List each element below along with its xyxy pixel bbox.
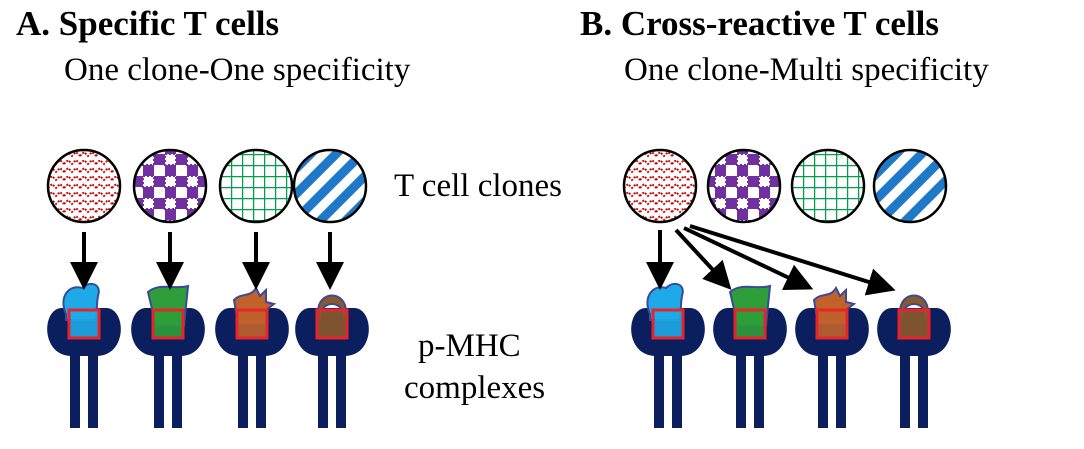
clone-a-diagonal-stripes — [292, 148, 368, 224]
panel-a-title: A. Specific T cells — [16, 4, 280, 43]
binding-groove-box-a1 — [151, 308, 185, 340]
binding-groove-box-b0 — [651, 308, 685, 340]
clone-b-zigzag — [622, 148, 698, 224]
mhc-stalk-right-b1 — [754, 348, 764, 428]
pmhc-label-line1: p-MHC — [418, 328, 521, 364]
clone-a-zigzag — [46, 148, 122, 224]
mhc-stalk-left-b0 — [654, 348, 664, 428]
mhc-stalk-right-a0 — [88, 348, 98, 428]
mhc-stalk-left-b2 — [818, 348, 828, 428]
mhc-stalk-left-a3 — [318, 348, 328, 428]
mhc-stalk-left-b1 — [736, 348, 746, 428]
mhc-stalk-right-a1 — [172, 348, 182, 428]
panel-b-subtitle: One clone-Multi specificity — [624, 52, 989, 88]
clone-b-diagonal-stripes — [872, 148, 948, 224]
pmhc-label-line2: complexes — [404, 370, 546, 406]
mhc-stalk-right-b3 — [918, 348, 928, 428]
arrow-b-1 — [674, 228, 732, 290]
panel-b-title: B. Cross-reactive T cells — [580, 4, 940, 43]
panel-a-subtitle: One clone-One specificity — [64, 52, 411, 88]
binding-groove-box-a2 — [235, 308, 269, 340]
clone-a-grid — [218, 148, 294, 224]
t-cell-clones-label: T cell clones — [394, 168, 562, 204]
mhc-stalk-right-a2 — [256, 348, 266, 428]
arrow-b-3 — [689, 224, 896, 296]
binding-groove-box-b1 — [733, 308, 767, 340]
clone-b-checker — [706, 148, 782, 224]
mhc-stalk-right-a3 — [336, 348, 346, 428]
mhc-stalk-left-b3 — [900, 348, 910, 428]
mhc-stalk-right-b0 — [672, 348, 682, 428]
clone-b-grid — [790, 148, 866, 224]
clone-a-checker — [132, 148, 208, 224]
mhc-stalk-left-a2 — [238, 348, 248, 428]
binding-groove-box-b3 — [897, 308, 931, 340]
mhc-stalk-left-a1 — [154, 348, 164, 428]
arrow-b-2 — [683, 226, 814, 291]
binding-groove-box-b2 — [815, 308, 849, 340]
mhc-stalk-left-a0 — [70, 348, 80, 428]
binding-groove-box-a3 — [315, 308, 349, 340]
binding-groove-box-a0 — [67, 308, 101, 340]
mhc-stalk-right-b2 — [836, 348, 846, 428]
